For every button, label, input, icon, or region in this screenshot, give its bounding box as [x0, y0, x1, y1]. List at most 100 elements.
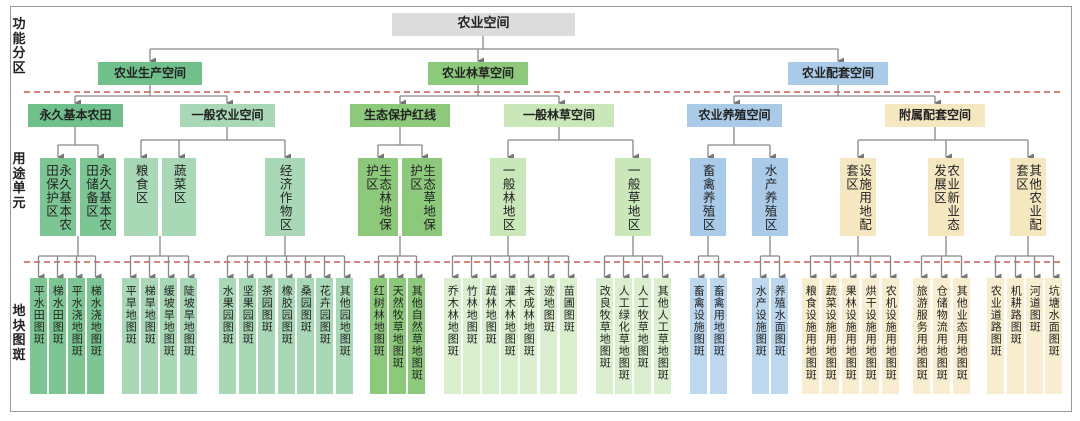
plot-cell: 花卉园图斑: [316, 278, 333, 394]
plot-cell: 果林设施用地图斑: [842, 278, 859, 394]
plot-cell: 灌木林地图斑: [501, 278, 518, 394]
use-unit-label: 永久基本农田储备区: [84, 164, 113, 232]
plot-label: 河道图斑: [1028, 285, 1042, 333]
plot-cell: 烘干设施用地图斑: [862, 278, 879, 394]
side-label-function-zone: 功能分区: [12, 17, 26, 76]
plot-cell: 平水浇地图斑: [68, 278, 85, 394]
plot-label: 改良牧草地图斑: [598, 285, 612, 369]
use-unit: 永久基本农田保护区: [40, 158, 76, 236]
use-unit-label: 经济作物区: [277, 164, 293, 232]
category-breeding: 农业养殖空间: [687, 104, 782, 127]
plot-cell: 疏林地图斑: [482, 278, 499, 394]
category-general-forest-grass: 一般林草空间: [504, 104, 614, 127]
plot-label: 水果园图斑: [221, 285, 235, 345]
use-unit-label: 一般草地区: [625, 164, 641, 232]
plot-cell: 人工牧草地图斑: [634, 278, 651, 394]
use-unit-label: 其他农业配套区: [1014, 164, 1043, 232]
plot-label: 其他人工草地图斑: [656, 285, 670, 381]
use-unit-label: 设施用地配套区: [844, 164, 873, 232]
plot-label: 灌木林地图斑: [503, 285, 517, 357]
plot-label: 农业道路图斑: [989, 285, 1003, 357]
plot-cell: 农业道路图斑: [987, 278, 1004, 394]
plot-label: 畜禽设施图斑: [692, 285, 706, 357]
category-general-agriculture: 一般农业空间: [180, 104, 275, 127]
use-unit-label: 畜禽养殖区: [700, 164, 716, 232]
plot-cell: 梯旱地图斑: [141, 278, 158, 394]
plot-cell: 天然牧草地图斑: [389, 278, 406, 394]
plot-cell: 仓储物流用地图斑: [933, 278, 950, 394]
plot-label: 人工绿化草地图斑: [617, 285, 631, 381]
plot-label: 平旱地图斑: [124, 285, 138, 345]
use-unit: 一般林地区: [490, 158, 526, 236]
zone-forest-grass: 农业林草空间: [428, 62, 528, 85]
use-unit: 其他农业配套区: [1010, 158, 1046, 236]
plot-cell: 橡胶园图斑: [278, 278, 295, 394]
root-node: 农业空间: [392, 13, 575, 36]
plot-cell: 梯水浇地图斑: [87, 278, 104, 394]
plot-label: 坚果园图斑: [241, 285, 255, 345]
use-unit: 设施用地配套区: [840, 158, 876, 236]
plot-cell: 畜禽用地图斑: [710, 278, 727, 394]
plot-cell: 缓坡旱地图斑: [160, 278, 177, 394]
plot-label: 桑园图斑: [299, 285, 313, 333]
use-unit-label: 水产养殖区: [762, 164, 778, 232]
plot-label: 机耕路图斑: [1009, 285, 1023, 345]
plot-label: 烘干设施用地图斑: [864, 285, 878, 381]
use-unit-label: 生态草地保护区: [408, 164, 437, 232]
use-unit: 一般草地区: [615, 158, 651, 236]
plot-label: 梯旱地图斑: [143, 285, 157, 345]
plot-cell: 水产设施图斑: [752, 278, 769, 394]
plot-label: 水产设施图斑: [754, 285, 768, 357]
plot-cell: 其他业态用地图斑: [953, 278, 970, 394]
use-unit: 经济作物区: [265, 158, 305, 236]
plot-label: 天然牧草地图斑: [391, 285, 405, 369]
plot-cell: 梯水田图斑: [49, 278, 66, 394]
plot-cell: 农机设施用地图斑: [882, 278, 899, 394]
use-unit: 生态林地保护区: [358, 158, 398, 236]
diagram-frame: [10, 6, 1072, 412]
plot-cell: 水果园图斑: [219, 278, 236, 394]
plot-label: 仓储物流用地图斑: [935, 285, 949, 381]
plot-label: 苗圃图斑: [562, 285, 576, 333]
plot-label: 果林设施用地图斑: [844, 285, 858, 381]
plot-label: 疏林地图斑: [484, 285, 498, 345]
use-unit-label: 蔬菜区: [171, 164, 187, 205]
plot-label: 粮食设施用地图斑: [804, 285, 818, 381]
plot-cell: 其他人工草地图斑: [654, 278, 671, 394]
use-unit-label: 生态林地保护区: [364, 164, 393, 232]
side-label-plot: 地块图斑: [12, 304, 26, 363]
plot-cell: 平水田图斑: [30, 278, 47, 394]
plot-cell: 其他园地图斑: [336, 278, 353, 394]
plot-label: 平水浇地图斑: [70, 285, 84, 357]
plot-label: 缓坡旱地图斑: [162, 285, 176, 357]
plot-cell: 坑塘水面图斑: [1045, 278, 1062, 394]
plot-cell: 其他自然草地图斑: [408, 278, 425, 394]
plot-cell: 乔木林地图斑: [444, 278, 461, 394]
use-unit-label: 一般林地区: [500, 164, 516, 232]
plot-cell: 苗圃图斑: [560, 278, 577, 394]
plot-label: 竹林地图斑: [465, 285, 479, 345]
plot-cell: 陡坡旱地图斑: [180, 278, 197, 394]
plot-label: 旅游服务用地图斑: [915, 285, 929, 381]
plot-label: 茶园图斑: [260, 285, 274, 333]
plot-cell: 旅游服务用地图斑: [913, 278, 930, 394]
plot-label: 陡坡旱地图斑: [182, 285, 196, 357]
use-unit-label: 永久基本农田保护区: [44, 164, 73, 232]
plot-label: 农机设施用地图斑: [884, 285, 898, 381]
plot-cell: 粮食设施用地图斑: [802, 278, 819, 394]
plot-label: 橡胶园图斑: [280, 285, 294, 345]
plot-cell: 未成林地图斑: [520, 278, 537, 394]
plot-label: 其他自然草地图斑: [410, 285, 424, 381]
plot-cell: 蔬菜设施用地图斑: [822, 278, 839, 394]
use-unit: 畜禽养殖区: [690, 158, 726, 236]
use-unit: 永久基本农田储备区: [80, 158, 116, 236]
use-unit-label: 粮食区: [133, 164, 149, 205]
plot-cell: 迹地图斑: [540, 278, 557, 394]
plot-cell: 养殖水面图斑: [771, 278, 788, 394]
plot-label: 未成林地图斑: [522, 285, 536, 357]
use-unit: 水产养殖区: [752, 158, 788, 236]
plot-label: 平水田图斑: [32, 285, 46, 345]
side-label-use-unit: 用途单元: [12, 152, 26, 211]
plot-label: 花卉园图斑: [318, 285, 332, 345]
